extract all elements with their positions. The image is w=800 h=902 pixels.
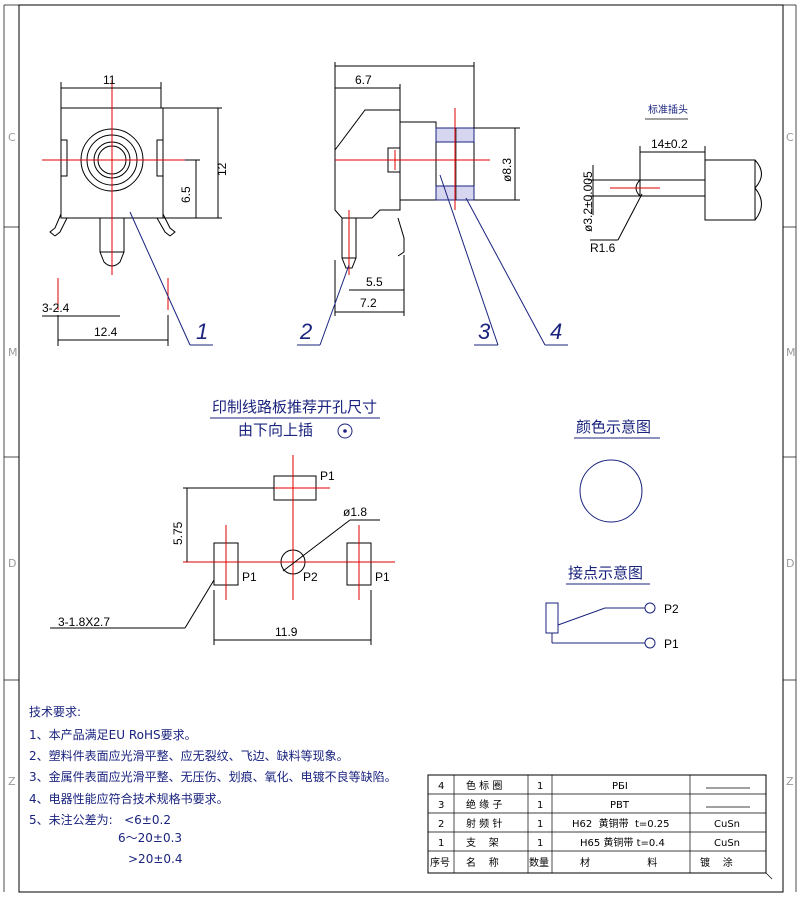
contact-label: P2: [664, 602, 679, 616]
tech-line: 2、塑料件表面应光滑平整、应无裂纹、飞边、缺料等现象。: [29, 748, 349, 763]
dim-width: 11: [103, 73, 116, 87]
bom-table: 4 色 标 圈 1 PБI 3 绝 缘 子 1 PBT 2 射 频 针 1 H6…: [427, 774, 773, 880]
bom-material: PBT: [610, 800, 630, 811]
callout-4: 4: [550, 319, 562, 344]
tolerance: >20±0.4: [128, 852, 182, 866]
callout-1: 1: [196, 319, 208, 344]
bom-header-name: 名 称: [466, 856, 499, 869]
tech-line: 4、电器性能应符合技术规格书要求。: [29, 791, 229, 806]
drawing-frame: [18, 4, 784, 893]
dim-depth: 6.7: [355, 73, 372, 87]
side-view: 6.7 ø8.3 5.5 7.2 2 3 4: [297, 62, 568, 346]
dim-height: 12: [215, 162, 229, 176]
bom-qty: 1: [537, 838, 543, 849]
bom-material: H65 黄铜带 t=0.4: [580, 836, 665, 849]
bom-finish: CuSn: [714, 838, 740, 849]
border-mark: Z: [786, 775, 794, 788]
plug-diameter: ø3.2±0.005: [581, 171, 595, 232]
pcb-subtitle: 由下向上插: [238, 421, 313, 439]
bom-header-qty: 数量: [529, 856, 549, 869]
dim-vertical: 5.75: [171, 521, 185, 545]
dim-spacing: 11.9: [275, 625, 298, 639]
dim-overall: 7.2: [360, 296, 377, 310]
color-diagram: 颜色示意图: [574, 418, 660, 523]
bom-qty: 1: [537, 781, 543, 792]
pcb-title: 印制线路板推荐开孔尺寸: [212, 398, 377, 416]
plug-length: 14±0.2: [651, 137, 688, 151]
front-view: 11 12 6.5 3-2.4 12.4 1: [42, 73, 229, 346]
pad-label: P1: [375, 570, 390, 584]
border-mark: C: [786, 131, 794, 144]
dim-overall-width: 12.4: [94, 325, 118, 339]
bom-header-no: 序号: [430, 856, 450, 869]
bom-no: 3: [438, 800, 444, 811]
contact-diagram: 接点示意图 P2 P1: [545, 564, 679, 651]
dim-hole: ø1.8: [343, 505, 367, 519]
pad-label: P2: [303, 570, 318, 584]
tolerance: 6～20±0.3: [118, 831, 182, 845]
pad-label: P1: [242, 570, 257, 584]
pad-label: P1: [320, 469, 335, 483]
bom-no: 4: [438, 781, 444, 792]
callout-3: 3: [478, 319, 491, 344]
bom-name: 绝 缘 子: [466, 798, 502, 811]
color-title: 颜色示意图: [576, 418, 651, 436]
pcb-layout: 印制线路板推荐开孔尺寸 由下向上插 P1 P1 P2 P1 5.75 ø1.8 …: [50, 398, 395, 645]
dim-center-height: 6.5: [179, 186, 193, 203]
border-mark: M: [786, 346, 796, 359]
bom-no: 2: [438, 819, 444, 830]
tech-title: 技术要求:: [29, 705, 81, 719]
tech-line: 1、本产品满足EU RoHS要求。: [29, 728, 197, 742]
bom-qty: 1: [537, 819, 543, 830]
plug-title: 标准插头: [648, 103, 688, 116]
tech-line: 5、未注公差为: <6±0.2: [29, 812, 171, 827]
bom-header-finish: 镀 涂: [700, 856, 733, 869]
bom-material: H62 黄铜带 t=0.25: [572, 817, 670, 830]
standard-plug: 标准插头 14±0.2 ø3.2±0.005 R1.6: [581, 103, 762, 255]
border-mark: M: [8, 346, 18, 359]
contact-title: 接点示意图: [568, 564, 643, 582]
dim-diameter: ø8.3: [500, 158, 514, 182]
dim-slot: 3-1.8X2.7: [58, 615, 110, 629]
technical-notes: 技术要求: 1、本产品满足EU RoHS要求。 2、塑料件表面应光滑平整、应无裂…: [29, 705, 397, 866]
bom-header-material: 材 料: [580, 856, 657, 869]
dim-pin-spacing: 3-2.4: [42, 301, 70, 315]
dim-pin: 5.5: [366, 275, 383, 289]
callout-2: 2: [299, 319, 312, 344]
bom-name: 射 频 针: [466, 817, 502, 830]
border-mark: D: [786, 557, 794, 570]
border-mark: Z: [8, 775, 16, 788]
bom-name: 色 标 圈: [466, 779, 502, 792]
plug-radius: R1.6: [590, 241, 616, 255]
contact-label: P1: [664, 637, 679, 651]
tech-line: 3、金属件表面应光滑平整、无压伤、划痕、氧化、电镀不良等缺陷。: [29, 769, 397, 784]
bom-material: PБI: [612, 781, 628, 792]
border-mark: C: [8, 131, 16, 144]
border-mark: D: [8, 557, 16, 570]
bom-no: 1: [438, 838, 444, 849]
bom-finish: CuSn: [714, 819, 740, 830]
bom-name: 支 架: [466, 837, 499, 849]
bom-qty: 1: [537, 800, 543, 811]
